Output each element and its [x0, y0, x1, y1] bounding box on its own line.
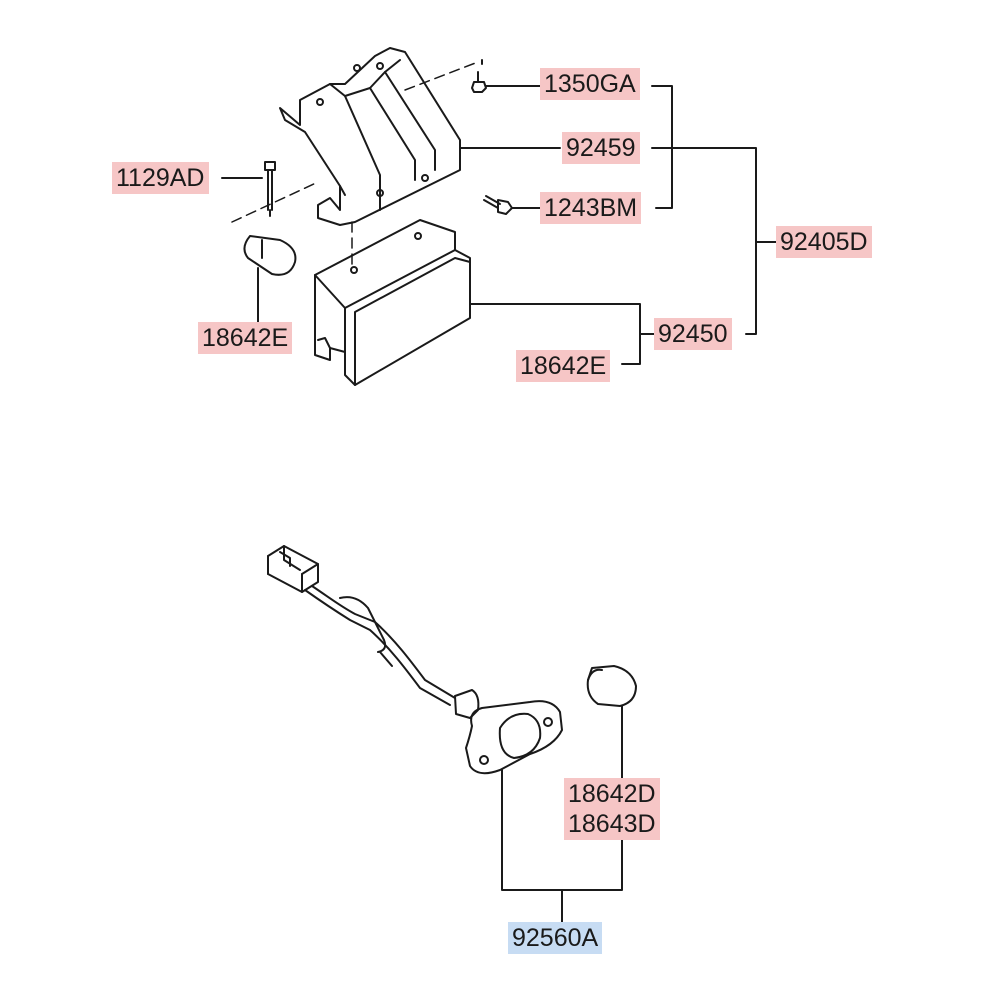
part-callout-18642d[interactable]: 18642D	[564, 778, 660, 810]
bracket-drawing	[279, 47, 461, 226]
leader-lines	[221, 85, 777, 923]
screw-1350ga-drawing	[471, 59, 487, 93]
part-callout-1243bm[interactable]: 1243BM	[540, 192, 642, 224]
wire-harness-drawing	[304, 585, 456, 706]
lamp-socket-drawing	[454, 689, 563, 775]
part-callout-18642e-left[interactable]: 18642E	[198, 322, 293, 354]
screw-1243bm-drawing	[483, 195, 513, 215]
bulb-18642e-left-drawing	[243, 235, 297, 276]
bolt-1129ad-drawing	[264, 161, 276, 217]
part-callout-18643d[interactable]: 18643D	[564, 808, 660, 840]
part-callout-1350ga[interactable]: 1350GA	[540, 68, 640, 100]
part-callout-1129ad[interactable]: 1129AD	[112, 162, 209, 194]
part-callout-92459[interactable]: 92459	[562, 132, 640, 164]
part-callout-18642e-right[interactable]: 18642E	[516, 350, 611, 382]
assembly-guide-lines	[231, 61, 479, 269]
lamp-housing-drawing	[314, 219, 471, 386]
part-callout-92560a[interactable]: 92560A	[508, 922, 603, 954]
part-callout-92450[interactable]: 92450	[654, 318, 732, 350]
part-callout-92405d[interactable]: 92405D	[776, 226, 872, 258]
bulb-18642d-drawing	[586, 665, 637, 707]
connector-drawing	[267, 545, 319, 593]
